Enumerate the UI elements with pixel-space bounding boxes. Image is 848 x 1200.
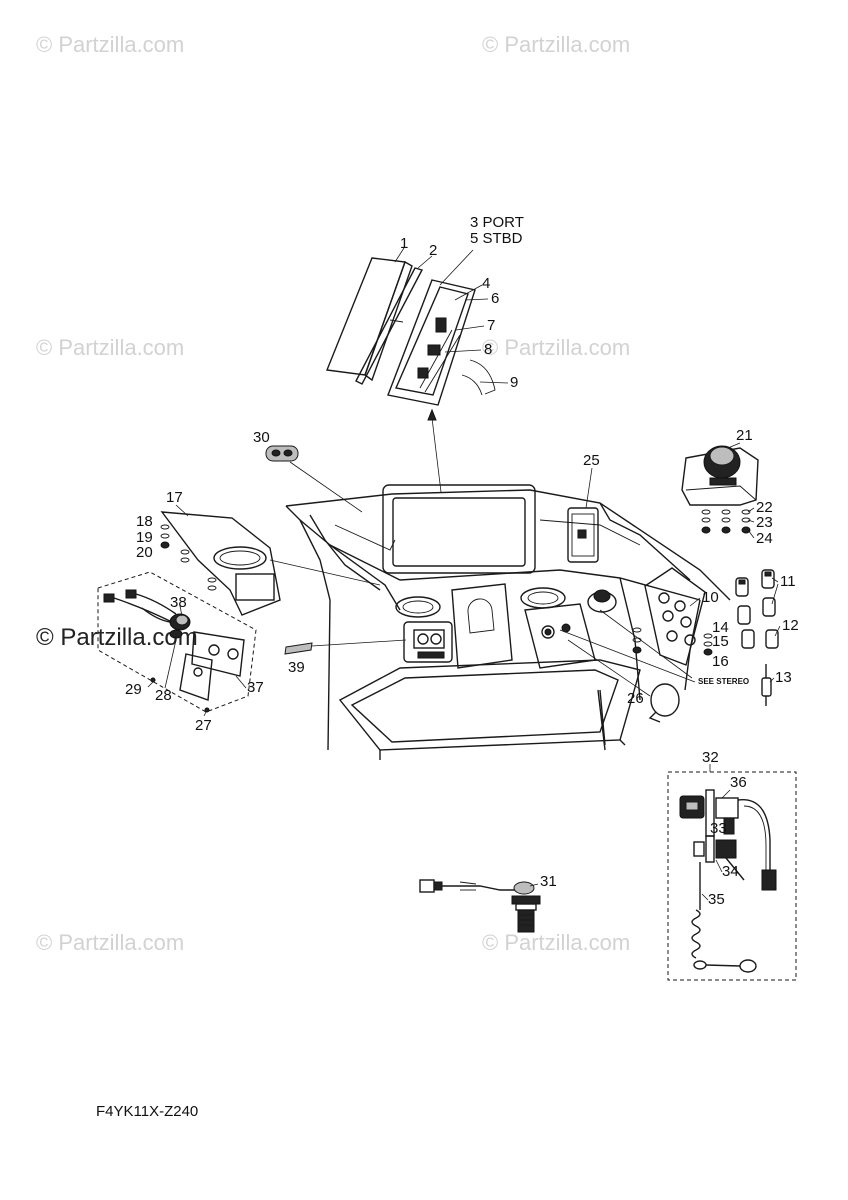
- callout-12: 12: [782, 617, 799, 634]
- start-switch-part: [679, 789, 777, 891]
- lanyard-cord-part: [691, 862, 757, 973]
- outlet-cap-part: [648, 683, 680, 723]
- left-panel-part: [160, 511, 381, 616]
- callout-32: 32: [702, 749, 719, 766]
- callout-6: 6: [491, 290, 499, 307]
- callout-17: 17: [166, 489, 183, 506]
- lanyard-pin-part: [761, 664, 772, 706]
- callout-13: 13: [775, 669, 792, 686]
- callout-9: 9: [510, 374, 518, 391]
- callout-25: 25: [583, 452, 600, 469]
- switch-panel-part: [632, 567, 706, 666]
- callout-16: 16: [712, 653, 729, 670]
- usb-bezel-part: [179, 631, 245, 701]
- callout-21: 21: [736, 427, 753, 444]
- usb-assembly-boundary: [97, 571, 257, 713]
- callout-11: 11: [780, 573, 796, 590]
- callout-20: 20: [136, 544, 153, 561]
- trim-strip-part: [284, 642, 313, 655]
- callout-23: 23: [756, 514, 773, 531]
- callout-39: 39: [288, 659, 305, 676]
- callout-14: 14: [712, 619, 729, 636]
- callout-35: 35: [708, 891, 725, 908]
- callout-29: 29: [125, 681, 142, 698]
- note-port: 3 PORT: [470, 214, 524, 231]
- callout-31: 31: [540, 873, 557, 890]
- callout-10: 10: [702, 589, 719, 606]
- switch-hardware: [703, 633, 713, 656]
- callout-37: 37: [247, 679, 264, 696]
- callout-30: 30: [253, 429, 270, 446]
- dashboard-console-part: [285, 484, 731, 760]
- callout-8: 8: [484, 341, 492, 358]
- watermark-top-left: © Partzilla.com: [36, 32, 184, 57]
- callout-24: 24: [756, 530, 773, 547]
- callout-38: 38: [170, 594, 187, 611]
- display-housing-part: [387, 279, 496, 406]
- start-switch-assembly-boundary: [667, 771, 797, 981]
- callout-26: 26: [627, 690, 644, 707]
- note-stbd: 5 STBD: [470, 230, 523, 247]
- callout-1: 1: [400, 235, 408, 252]
- joystick-hardware: [701, 509, 751, 534]
- diagram-code: F4YK11X-Z240: [96, 1103, 198, 1120]
- usb-cable-part: [103, 589, 191, 639]
- callout-36: 36: [730, 774, 747, 791]
- callout-34: 34: [722, 863, 739, 880]
- callout-22: 22: [756, 499, 773, 516]
- rocker-switches: [735, 569, 779, 649]
- stereo-note: SEE STEREO: [698, 677, 749, 686]
- horn-button-harness-part: [419, 879, 541, 933]
- joystick-remote-part: [681, 445, 759, 506]
- callout-19: 19: [136, 529, 153, 546]
- watermark-bottom-right: © Partzilla.com: [482, 930, 630, 955]
- display-gasket-part: [355, 267, 424, 385]
- key-fob-part: [265, 445, 299, 462]
- watermark-mid-right: © Partzilla.com: [482, 335, 630, 360]
- watermark-top-right: © Partzilla.com: [482, 32, 630, 57]
- display-cover-part: [326, 257, 413, 382]
- callout-27: 27: [195, 717, 212, 734]
- callout-2: 2: [429, 242, 437, 259]
- callout-18: 18: [136, 513, 153, 530]
- callout-28: 28: [155, 687, 172, 704]
- callout-15: 15: [712, 633, 729, 650]
- watermark-bottom-left: © Partzilla.com: [36, 930, 184, 955]
- left-panel-hardware: [160, 524, 217, 591]
- callout-7: 7: [487, 317, 495, 334]
- callout-33: 33: [710, 820, 727, 837]
- stop-switch-part: [693, 835, 745, 881]
- watermark-mid-left: © Partzilla.com: [36, 335, 184, 360]
- watermark-left-dark: © Partzilla.com: [36, 624, 198, 651]
- callout-4: 4: [482, 275, 490, 292]
